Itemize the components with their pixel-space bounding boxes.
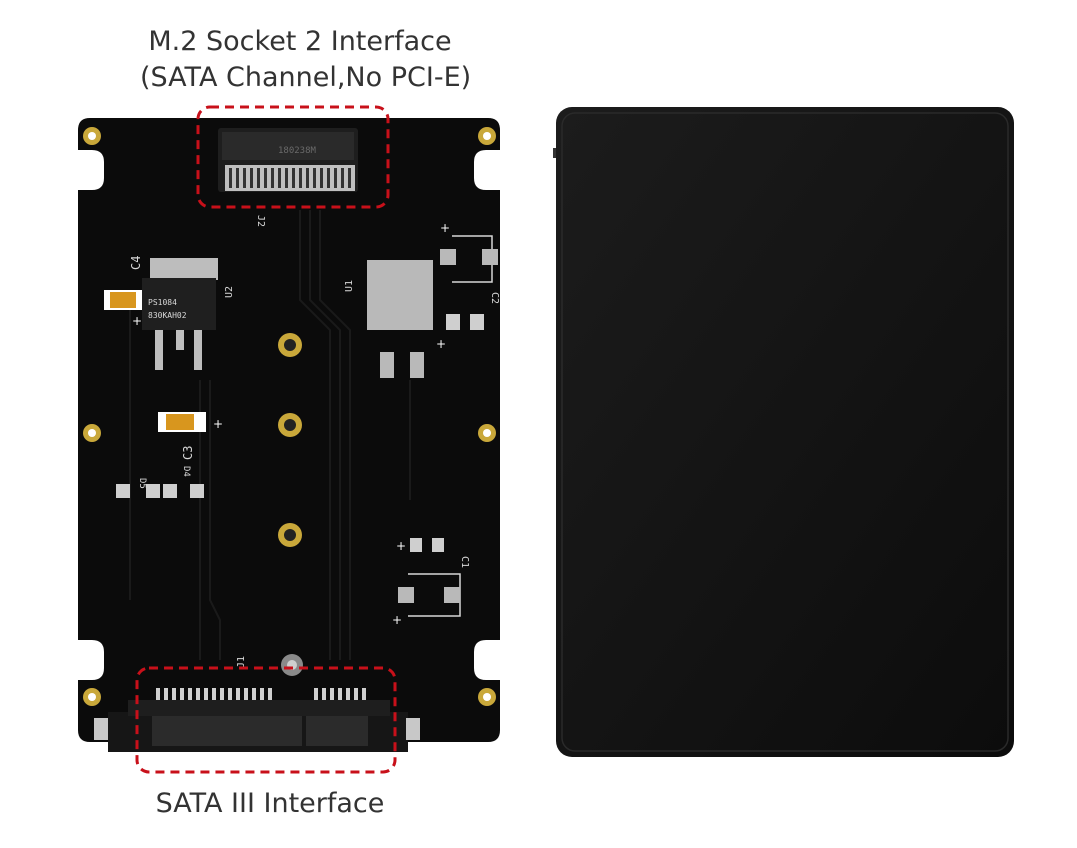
voltage-regulator: PS1084 830KAH02 C4 U2 — [129, 256, 235, 370]
silk-u2: U2 — [224, 286, 235, 298]
silk-j2: J2 — [255, 215, 266, 227]
silk-d4: D4 — [181, 466, 191, 477]
enclosure-case — [553, 107, 1014, 757]
sata-interface-label: SATA III Interface — [155, 788, 385, 819]
silk-c4: C4 — [129, 256, 143, 270]
svg-text:+: + — [132, 314, 142, 328]
silk-d5: D5 — [137, 478, 147, 489]
socket-marking: 180238M — [278, 146, 317, 156]
sata-channel-note: (SATA Channel,No PCI-E) — [140, 62, 472, 93]
silk-c3: C3 — [181, 446, 195, 460]
svg-text:+: + — [396, 539, 406, 553]
silk-j1: J1 — [236, 656, 247, 668]
silk-c1: C1 — [459, 556, 470, 568]
silk-c2: C2 — [489, 292, 500, 304]
svg-text:+: + — [440, 221, 450, 235]
m2-interface-label: M.2 Socket 2 Interface — [148, 26, 452, 57]
m2-highlight-box — [196, 105, 390, 209]
sata-connector: J1 — [94, 656, 420, 752]
svg-text:+: + — [436, 337, 446, 351]
m2-socket: 180238M J2 — [218, 128, 358, 227]
diodes: D5 D4 — [116, 466, 204, 498]
sata-highlight-box — [135, 666, 397, 774]
chip-u1: U1 — [344, 260, 433, 378]
tantalum-capacitors: + + C3 — [104, 290, 223, 460]
capacitor-c1: + + C1 — [392, 538, 470, 627]
mounting-holes — [83, 127, 496, 706]
silk-u1: U1 — [344, 280, 355, 292]
regulator-marking-2: 830KAH02 — [148, 311, 187, 320]
svg-text:+: + — [392, 613, 402, 627]
adapter-board: 180238M J2 PS1084 830KAH02 C4 U2 + + C3 — [78, 118, 500, 752]
capacitor-c2: + + C2 — [436, 221, 500, 351]
svg-text:+: + — [213, 417, 223, 431]
regulator-marking-1: PS1084 — [148, 298, 177, 307]
